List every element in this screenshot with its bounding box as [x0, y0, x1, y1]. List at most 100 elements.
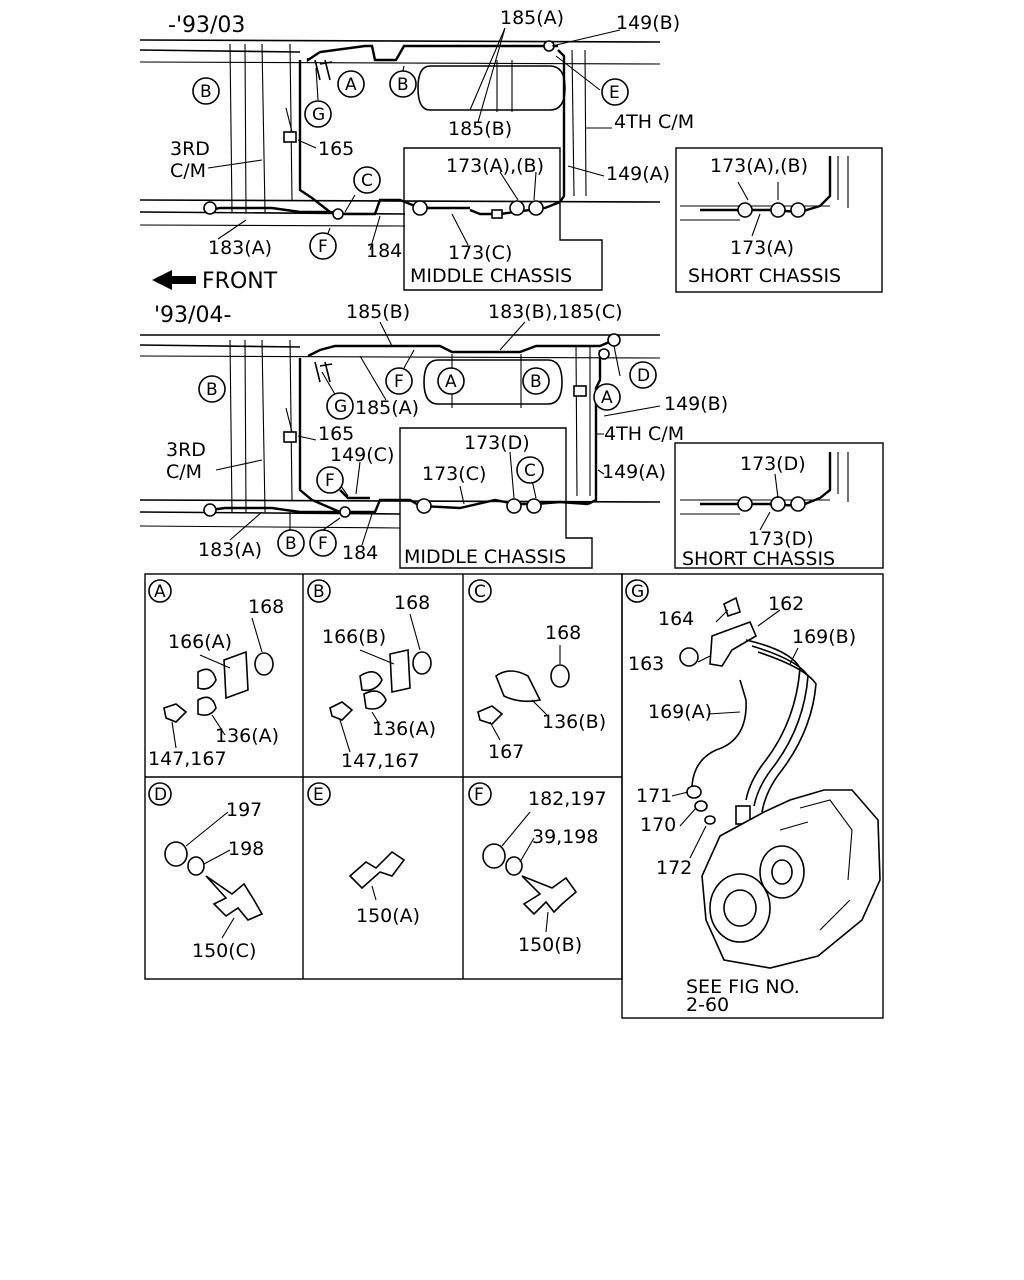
bottom-short-chassis-label: SHORT CHASSIS: [682, 548, 835, 570]
detail-panel-g: G 164 162 169(B) 163 169(A) 171 170 172 …: [625, 579, 881, 1016]
bottom-label-165: 165: [318, 423, 354, 445]
bottom-callout-a: A: [437, 367, 465, 395]
bottom-label-149c: 149(C): [330, 444, 394, 466]
bottom-label-cm: C/M: [166, 461, 202, 483]
top-label-173c: 173(C): [448, 242, 512, 264]
detail-panel-f: F 182,197 39,198 150(B): [468, 782, 607, 956]
top-label-173ab: 173(A),(B): [446, 155, 544, 177]
bottom-callout-d: D: [629, 361, 657, 389]
panel-c-label-167: 167: [488, 741, 524, 763]
panel-g-label-163: 163: [628, 653, 664, 675]
panel-b-label-166b: 166(B): [322, 626, 386, 648]
svg-text:B: B: [200, 82, 212, 102]
svg-text:F: F: [394, 372, 404, 392]
bottom-callout-a-right: A: [593, 383, 621, 411]
svg-text:A: A: [601, 388, 613, 408]
top-label-3rd: 3RD: [170, 138, 210, 160]
bottom-label-173c: 173(C): [422, 463, 486, 485]
svg-text:D: D: [154, 785, 167, 805]
bottom-callout-b-low: B: [277, 529, 305, 557]
panel-b-label-168: 168: [394, 592, 430, 614]
panel-f-label-39-198: 39,198: [532, 826, 598, 848]
svg-text:B: B: [206, 380, 218, 400]
svg-text:G: G: [631, 582, 644, 602]
bottom-label-185b: 185(B): [346, 301, 410, 323]
bottom-short-label-173d: 173(D): [740, 453, 806, 475]
front-arrow-icon: [152, 270, 196, 290]
top-callout-c: C: [353, 166, 381, 194]
svg-text:F: F: [318, 237, 328, 257]
bottom-label-183b-185c: 183(B),185(C): [488, 301, 623, 323]
panel-g-note-line2: 2-60: [686, 994, 729, 1016]
panel-d-label-150c: 150(C): [192, 940, 256, 962]
detail-panels: A 168 166(A) 136(A) 147,167 B 168 166(B)…: [144, 573, 884, 1019]
top-callout-e: E: [601, 78, 629, 106]
svg-text:G: G: [312, 105, 325, 125]
top-callout-f: F: [309, 232, 337, 260]
bottom-label-3rd: 3RD: [166, 439, 206, 461]
top-label-149a: 149(A): [606, 163, 670, 185]
bottom-callout-c: C: [516, 456, 544, 484]
top-callout-a: A: [337, 70, 365, 98]
panel-a-label-168: 168: [248, 596, 284, 618]
panel-f-label-182-197: 182,197: [528, 788, 607, 810]
bottom-label-149b: 149(B): [664, 393, 728, 415]
svg-text:D: D: [637, 366, 650, 386]
top-label-185a: 185(A): [500, 7, 564, 29]
svg-text:E: E: [609, 83, 620, 103]
panel-g-label-169a: 169(A): [648, 701, 712, 723]
panel-c-label-136b: 136(B): [542, 711, 606, 733]
top-label-cm: C/M: [170, 160, 206, 182]
svg-text:B: B: [397, 75, 409, 95]
bottom-label-173d: 173(D): [464, 432, 530, 454]
top-callout-g: G: [304, 100, 332, 128]
panel-g-label-170: 170: [640, 814, 676, 836]
svg-text:B: B: [285, 534, 297, 554]
detail-panel-c: C 168 136(B) 167: [468, 579, 606, 763]
top-label-185b: 185(B): [448, 118, 512, 140]
top-short-chassis-label: SHORT CHASSIS: [688, 265, 841, 287]
svg-text:B: B: [313, 582, 325, 602]
bottom-label-4th-cm: 4TH C/M: [604, 423, 684, 445]
svg-text:E: E: [313, 785, 324, 805]
panel-b-label-147-167: 147,167: [341, 750, 420, 772]
bottom-date-label: '93/04-: [154, 303, 231, 328]
panel-g-label-172: 172: [656, 857, 692, 879]
panel-g-note-line1: SEE FIG NO.: [686, 976, 800, 998]
panel-f-label-150b: 150(B): [518, 934, 582, 956]
panel-c-label-168: 168: [545, 622, 581, 644]
bottom-callout-b-left: B: [198, 375, 226, 403]
panel-d-label-197: 197: [226, 799, 262, 821]
top-label-165: 165: [318, 138, 354, 160]
bottom-callout-f-top: F: [385, 367, 413, 395]
panel-d-label-198: 198: [228, 838, 264, 860]
bottom-label-149a: 149(A): [602, 461, 666, 483]
svg-text:F: F: [474, 785, 484, 805]
panel-g-label-162: 162: [768, 593, 804, 615]
top-label-184: 184: [366, 240, 402, 262]
detail-panel-e: E 150(A): [307, 782, 420, 927]
svg-text:B: B: [530, 372, 542, 392]
panel-g-label-164: 164: [658, 608, 694, 630]
top-diagram: -'93/03 MIDDLE CHASSIS: [139, 7, 883, 294]
panel-b-label-136a: 136(A): [372, 718, 436, 740]
detail-panel-d: D 197 198 150(C): [148, 782, 264, 962]
top-callout-b: B: [389, 70, 417, 98]
bottom-short-label-173d-lower: 173(D): [748, 528, 814, 550]
bottom-callout-f-low: F: [309, 529, 337, 557]
svg-text:C: C: [361, 171, 373, 191]
top-label-149b: 149(B): [616, 12, 680, 34]
panel-g-label-169b: 169(B): [792, 626, 856, 648]
bottom-label-184: 184: [342, 542, 378, 564]
top-date-label: -'93/03: [168, 13, 245, 38]
panel-g-label-171: 171: [636, 785, 672, 807]
svg-text:G: G: [334, 397, 347, 417]
top-label-4th-cm: 4TH C/M: [614, 111, 694, 133]
svg-text:A: A: [345, 75, 357, 95]
top-label-183a: 183(A): [208, 237, 272, 259]
bottom-callout-g: G: [326, 392, 354, 420]
top-short-label-173ab: 173(A),(B): [710, 155, 808, 177]
panel-a-label-136a: 136(A): [215, 725, 279, 747]
panel-a-label-166a: 166(A): [168, 631, 232, 653]
